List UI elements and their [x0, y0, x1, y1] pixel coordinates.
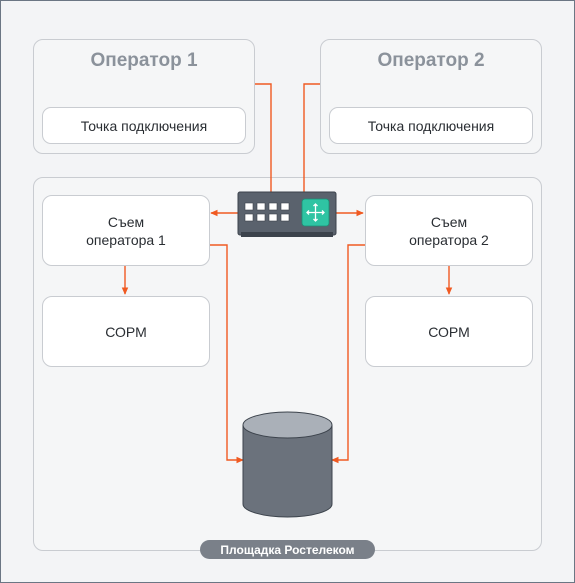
site-label-badge: Площадка Ростелеком [200, 540, 375, 559]
capture-operator-1-box: Съем оператора 1 [42, 195, 210, 266]
capture-operator-2-box: Съем оператора 2 [365, 195, 533, 266]
capture-operator-2-label: Съем оператора 2 [409, 213, 489, 248]
operator-2-title: Оператор 2 [377, 50, 485, 71]
operator-1-title: Оператор 1 [90, 50, 198, 71]
capture-operator-1-label: Съем оператора 1 [86, 213, 166, 248]
sorm-1-label: СОРМ [105, 323, 147, 340]
arrow-capture-1-to-storage [210, 244, 244, 464]
operator-2-box: Оператор 2 Точка подключения [320, 39, 542, 154]
network-switch-icon [237, 191, 337, 237]
arrow-capture-2-to-storage [331, 244, 365, 464]
link-operator-2-to-switch [303, 83, 320, 192]
sorm-2-label: СОРМ [428, 323, 470, 340]
operator-1-box: Оператор 1 Точка подключения [33, 39, 255, 154]
operator-1-connection-point: Точка подключения [42, 107, 246, 144]
sorm-2-box: СОРМ [365, 296, 533, 367]
sorm-1-box: СОРМ [42, 296, 210, 367]
database-cylinder-icon [242, 411, 333, 518]
link-operator-1-to-switch [255, 83, 272, 192]
operator-2-connection-point: Точка подключения [329, 107, 533, 144]
